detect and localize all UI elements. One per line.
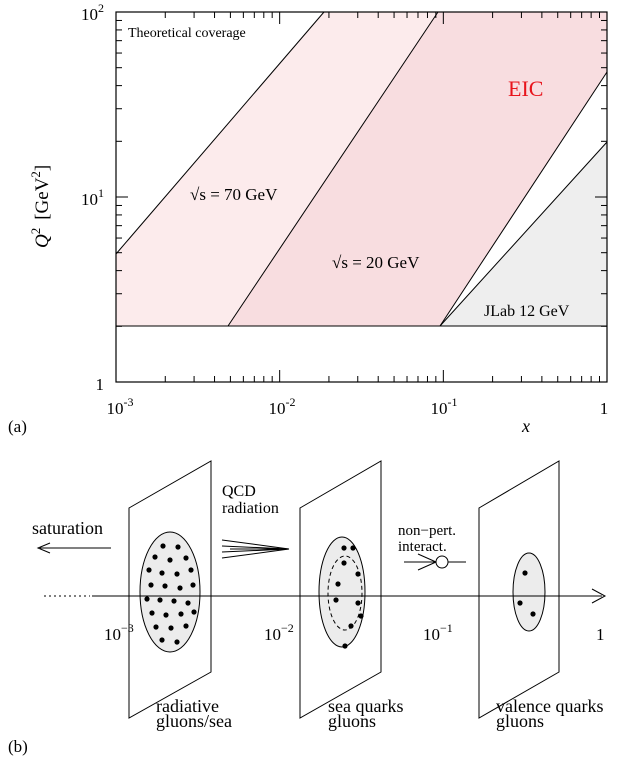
parton-dot [355,571,361,577]
sqrt-s-70-label: √s = 70 GeV [190,185,278,204]
x-tick-label: 10-1 [431,395,458,418]
boundary-20-gev [227,11,439,327]
parton-dot [159,637,165,643]
parton-dot [162,583,168,589]
boundary-70-gev [115,11,325,255]
parton-dot [191,609,197,615]
boundary-jlab [439,141,608,327]
parton-dot [188,567,194,573]
parton-dot [157,597,163,603]
y-tick-label: 102 [81,1,104,24]
caption-2-line1: sea quarks [328,696,403,716]
b-tick-label: 10−2 [264,621,294,644]
sqrt-s-20-label: √s = 20 GeV [332,253,420,272]
qcd-label-2: radiation [222,500,279,517]
parton-dot [159,570,165,576]
panel-b [36,460,607,719]
ellipse-gluons-sea [139,531,201,653]
parton-dot [341,560,347,566]
x-axis-arrowhead [591,588,607,604]
parton-dot [149,610,155,616]
parton-dot [175,544,181,550]
parton-dots [144,543,536,649]
x-tick-label: 1 [600,399,609,418]
ellipse-sea-inner [327,555,363,631]
coverage-label: Theoretical coverage [128,26,246,41]
parton-dot [341,545,347,551]
parton-dot [152,554,158,560]
x-tick-labels: 10-3 10-2 10-1 1 [107,395,609,418]
band-70-gev [116,12,438,326]
panel-b-text: saturation QCD radiation non−pert. inter… [8,483,605,756]
parton-dot [358,613,364,619]
parton-dot [171,598,177,604]
band-20-gev [228,12,607,326]
parton-dot [167,557,173,563]
parton-dot [174,639,180,645]
parton-dot [355,600,361,606]
parton-dot [178,611,184,617]
saturation-label: saturation [32,518,103,538]
ellipse-sea-quarks [318,536,366,648]
b-tick-label: 10−3 [104,621,134,644]
parton-dot [144,596,150,602]
x-tick-label: 10-2 [269,395,296,418]
parton-dot [517,600,523,606]
axis-ticks [115,11,608,383]
nonpert-interaction-icon [404,553,466,571]
nonpert-label-1: non−pert. [398,523,456,539]
caption-2-line2: gluons [328,711,376,731]
y-axis-label: Q2[GeV2] [28,165,53,248]
caption-3-line1: valence quarks [496,696,603,716]
parton-dot [522,570,528,576]
parton-dot [530,611,536,617]
y-tick-label: 101 [81,186,104,209]
parton-dot [185,600,191,606]
parton-dot [163,612,169,618]
parton-dot [146,567,152,573]
parton-dot [342,643,348,649]
parton-dot [153,624,159,630]
b-tick-label: 10−1 [423,621,453,644]
ellipse-valence [512,552,546,632]
panel-a: 102 101 1 10-3 10-2 10-1 1 Q2[GeV2] x (a… [8,1,608,436]
parton-dot [335,581,341,587]
parton-dot [348,623,354,629]
parton-dot [183,623,189,629]
panel-a-label: (a) [8,417,27,436]
y-tick-label: 1 [96,375,105,394]
saturation-arrowhead [36,542,51,554]
y-tick-labels: 102 101 1 [81,1,104,394]
panel-b-label: (b) [8,737,28,756]
parton-dot [168,625,174,631]
parton-dot [160,543,166,549]
x-axis-label: x [521,416,530,436]
qcd-label-1: QCD [222,483,256,500]
caption-1-line1: radiative [156,696,219,716]
caption-1-line2: gluons/sea [156,711,232,731]
parton-dot [177,585,183,591]
parton-dot [350,545,356,551]
parton-dot [148,582,154,588]
boundary-eic-upper [439,71,608,327]
eic-label: EIC [508,76,543,101]
jlab-label: JLab 12 GeV [484,303,570,320]
parton-dot [174,571,180,577]
parton-dot [183,555,189,561]
qcd-radiation-icon [221,539,290,559]
x-tick-label: 10-3 [107,395,134,418]
parton-dot [190,582,196,588]
caption-3-line2: gluons [496,711,544,731]
nonpert-label-2: interact. [398,539,447,555]
b-tick-label: 1 [596,625,605,644]
parton-dot [333,597,339,603]
